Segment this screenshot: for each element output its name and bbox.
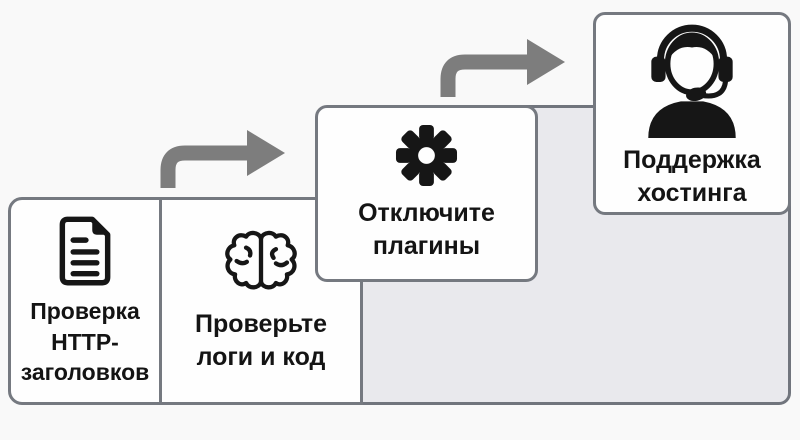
arrow-right-icon [440,39,565,97]
step-label: Отключите плагины [358,197,495,263]
step-disable-plugins: Отключите плагины [315,105,538,282]
step-label-line: логи и код [196,343,326,371]
step-label-line: плагины [372,232,481,260]
arrow-right-icon [160,130,285,188]
step-label-line: Поддержка [623,145,761,174]
step-label-line: Отключите [358,199,495,227]
step-label-line: Проверка [30,297,140,324]
step-label: Поддержка хостинга [623,144,761,210]
step-hosting-support: Поддержка хостинга [593,12,791,215]
step-label-line: заголовков [20,359,150,386]
step-check-logs-and-code: Проверьте логи и код [159,197,363,405]
step-label: Проверьте логи и код [195,308,327,374]
step-check-http-headers: Проверка HTTP- заголовков [8,197,162,405]
document-icon [59,216,111,286]
step-label: Проверка HTTP- заголовков [21,296,150,388]
headset-person-icon [648,24,736,138]
step-label-line: HTTP- [51,328,119,355]
gear-icon [395,124,458,187]
step-label-line: хостинга [637,178,747,207]
brain-icon [225,230,297,290]
step-label-line: Проверьте [194,310,328,338]
